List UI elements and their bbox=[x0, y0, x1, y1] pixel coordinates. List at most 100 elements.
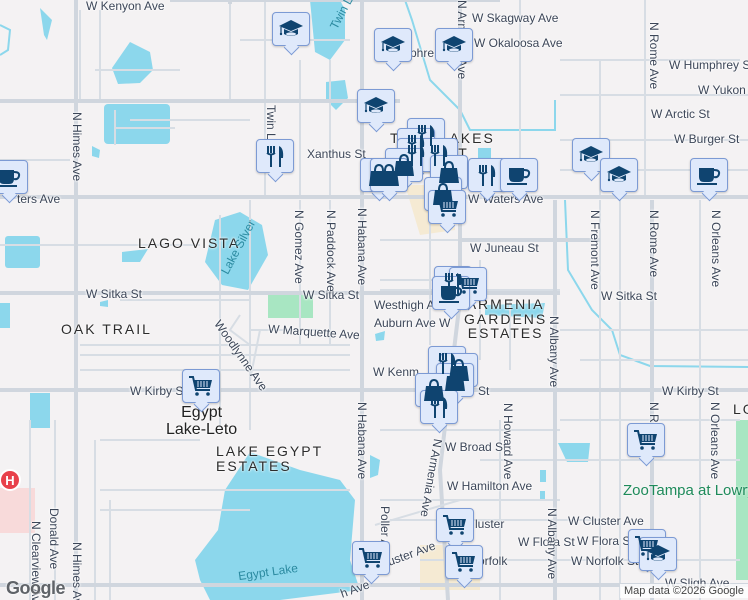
marker-restaurant[interactable] bbox=[420, 390, 458, 424]
graduation-cap-icon bbox=[578, 143, 604, 167]
street-label: Xanthus St bbox=[307, 147, 366, 161]
street-label: ters Ave bbox=[17, 192, 61, 206]
street-label: W Yukon St bbox=[698, 83, 748, 97]
street-label: St bbox=[478, 384, 490, 398]
street-label: W Okaloosa Ave bbox=[474, 36, 563, 50]
marker-grocery[interactable] bbox=[428, 190, 466, 224]
street-label: Twin L bbox=[264, 105, 278, 140]
marker-grocery[interactable] bbox=[627, 423, 665, 457]
marker-school[interactable] bbox=[600, 158, 638, 192]
graduation-cap-icon bbox=[606, 163, 632, 187]
marker-coffee[interactable] bbox=[500, 158, 538, 192]
street-label: W Skagway Ave bbox=[472, 11, 559, 25]
street-label: N Orleans Ave bbox=[708, 402, 722, 480]
street-label: W Juneau St bbox=[470, 241, 539, 255]
street-label: N Paddock Ave bbox=[324, 210, 338, 292]
marker-grocery[interactable] bbox=[436, 508, 474, 542]
shopping-bag-icon bbox=[376, 163, 402, 187]
poi-label-zoo[interactable]: ZooTampa at Lowry bbox=[623, 482, 748, 499]
shopping-cart-icon bbox=[188, 374, 214, 398]
street-label: N Rome Ave bbox=[647, 210, 661, 278]
shopping-cart-icon bbox=[358, 546, 384, 570]
street-label: W Cluster Ave bbox=[568, 514, 644, 528]
shopping-cart-icon bbox=[455, 272, 481, 296]
graduation-cap-icon bbox=[645, 542, 671, 566]
street-label: N Himes Ave bbox=[70, 542, 84, 600]
street-label: W Kirby St bbox=[662, 384, 719, 398]
fork-knife-icon bbox=[413, 123, 439, 147]
graduation-cap-icon bbox=[278, 17, 304, 41]
street-label: W Kenyon Ave bbox=[86, 0, 165, 13]
marker-grocery[interactable] bbox=[352, 541, 390, 575]
coffee-cup-icon bbox=[696, 163, 722, 187]
area-label-lago-vista: LAGO VISTA bbox=[138, 235, 241, 251]
graduation-cap-icon bbox=[363, 94, 389, 118]
street-label: N Fremont Ave bbox=[588, 210, 602, 290]
fork-knife-icon bbox=[403, 143, 429, 167]
marker-school[interactable] bbox=[374, 28, 412, 62]
street-label: W Kirby St bbox=[130, 384, 187, 398]
shopping-cart-icon bbox=[442, 513, 468, 537]
street-label: Donald Ave bbox=[47, 508, 61, 570]
street-label: W Arctic St bbox=[651, 107, 710, 121]
street-label: phre bbox=[410, 46, 435, 60]
shopping-cart-icon bbox=[451, 550, 477, 574]
street-label: W Sitka St bbox=[601, 289, 658, 303]
shopping-cart-icon bbox=[434, 195, 460, 219]
marker-school[interactable] bbox=[572, 138, 610, 172]
marker-grocery[interactable] bbox=[445, 545, 483, 579]
marker-school[interactable] bbox=[639, 537, 677, 571]
street-label: Auburn Ave W bbox=[374, 316, 451, 330]
shopping-cart-icon bbox=[633, 428, 659, 452]
street-label: W Waters Ave bbox=[468, 192, 544, 206]
area-label-lake-egypt-estates: LAKE EGYPT ESTATES bbox=[216, 443, 324, 474]
street-label: N Gomez Ave bbox=[292, 210, 306, 284]
area-label-armenia-gardens: ARMENIA GARDENS ESTATES bbox=[464, 296, 548, 342]
street-label: W Burger St bbox=[674, 132, 740, 146]
street-label: N Albany Ave bbox=[547, 316, 561, 388]
street-label: W Humphrey St bbox=[669, 58, 748, 72]
marker-shopping[interactable] bbox=[370, 158, 408, 192]
street-label: N Himes Ave bbox=[70, 112, 84, 182]
shopping-bag-icon bbox=[436, 160, 462, 184]
marker-school[interactable] bbox=[272, 12, 310, 46]
marker-coffee[interactable] bbox=[0, 160, 28, 194]
street-label: W Flora St bbox=[518, 535, 575, 549]
coffee-cup-icon bbox=[506, 163, 532, 187]
area-label-oak-trail: OAK TRAIL bbox=[61, 321, 152, 337]
marker-coffee[interactable] bbox=[690, 158, 728, 192]
marker-school[interactable] bbox=[357, 89, 395, 123]
street-label: W Sitka St bbox=[86, 287, 143, 301]
marker-school[interactable] bbox=[435, 28, 473, 62]
street-label: N Habana Ave bbox=[355, 208, 369, 286]
street-label: orfolk bbox=[478, 554, 508, 568]
street-label: luster bbox=[475, 517, 505, 531]
marker-coffee[interactable] bbox=[432, 276, 470, 310]
street-label: N Albany Ave bbox=[545, 508, 559, 580]
street-label: N Rome Ave bbox=[647, 22, 661, 90]
fork-knife-icon bbox=[474, 163, 500, 187]
marker-shopping[interactable] bbox=[430, 155, 468, 189]
hospital-icon[interactable]: H bbox=[0, 469, 21, 491]
street-label: W Hamilton Ave bbox=[447, 479, 533, 493]
fork-knife-icon bbox=[426, 143, 452, 167]
map-attribution[interactable]: Map data ©2026 Google bbox=[619, 584, 748, 598]
graduation-cap-icon bbox=[380, 33, 406, 57]
city-label-egypt-lake-leto: Egypt Lake-Leto bbox=[166, 404, 238, 438]
fork-knife-icon bbox=[426, 395, 452, 419]
street-label: W Kenm bbox=[373, 365, 420, 379]
marker-grocery[interactable] bbox=[182, 369, 220, 403]
street-label: Westhigh Ave bbox=[374, 298, 447, 312]
street-label: N Orleans Ave bbox=[709, 210, 723, 288]
marker-restaurant[interactable] bbox=[256, 139, 294, 173]
marker-restaurant[interactable] bbox=[407, 118, 445, 152]
coffee-cup-icon bbox=[0, 165, 22, 189]
marker-restaurant[interactable] bbox=[468, 158, 506, 192]
street-label: W Flora St bbox=[577, 534, 634, 548]
street-label: N Howard Ave bbox=[501, 403, 515, 480]
street-label: W Broad St bbox=[445, 440, 507, 454]
fork-knife-icon bbox=[262, 144, 288, 168]
google-logo: Google bbox=[6, 578, 66, 598]
shopping-bag-icon bbox=[442, 368, 468, 392]
